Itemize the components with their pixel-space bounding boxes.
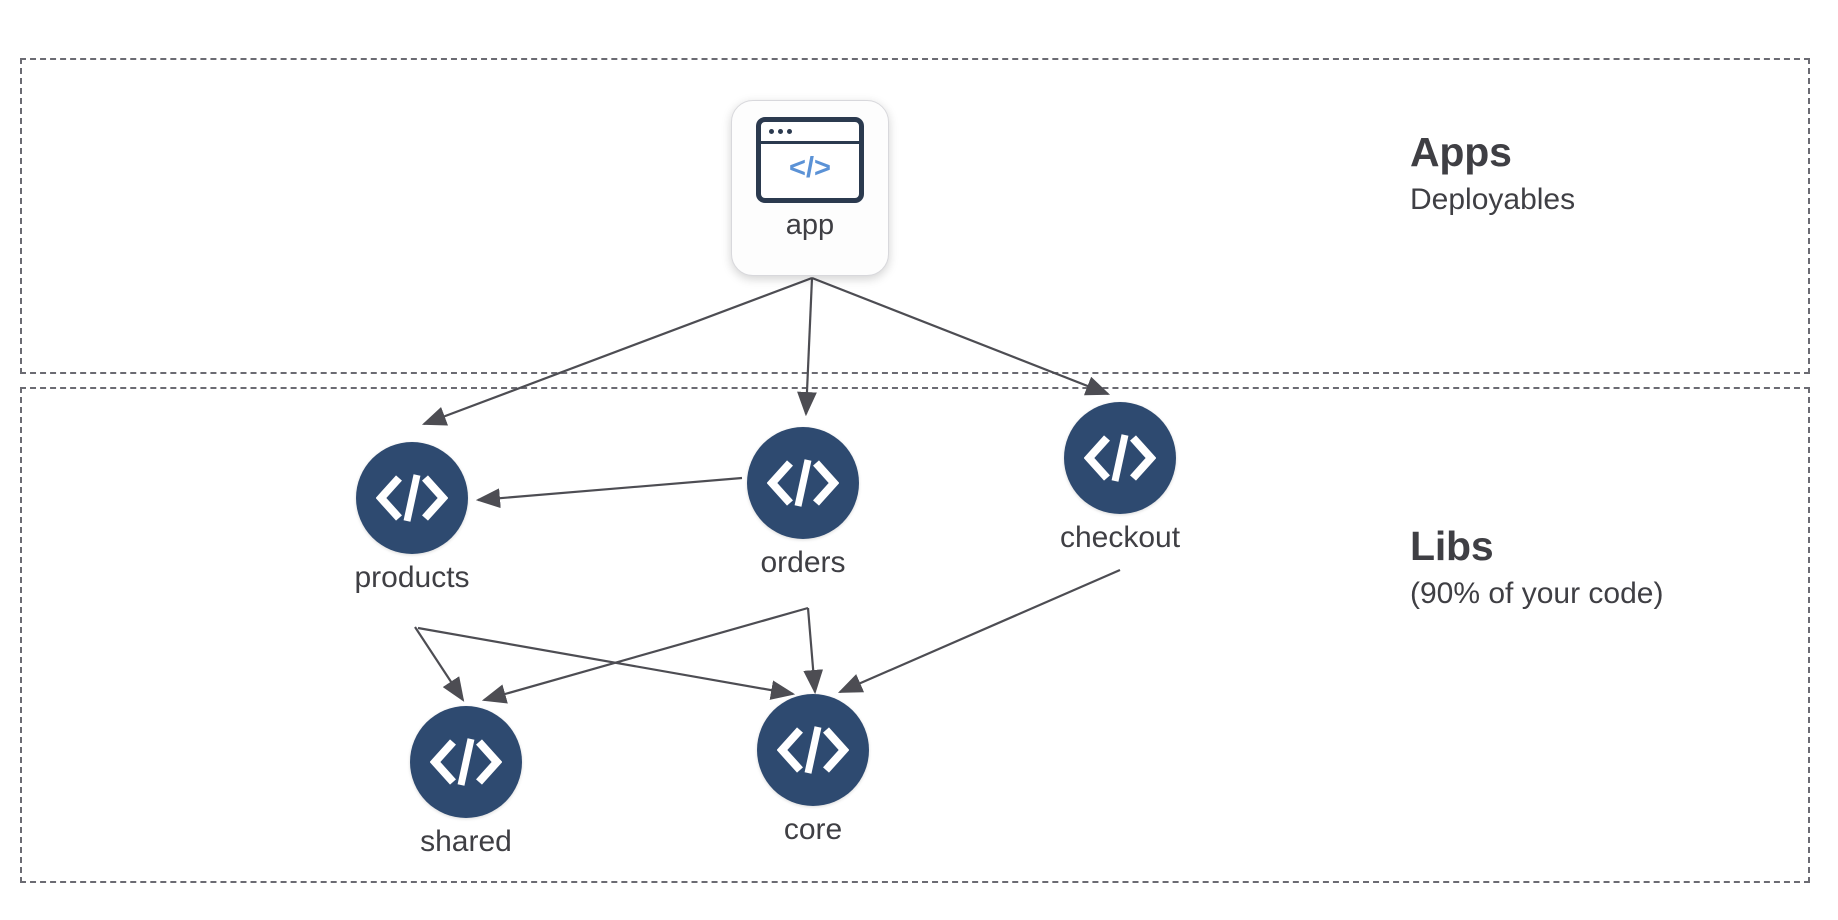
node-label-app: app bbox=[785, 209, 835, 241]
code-brackets-icon bbox=[410, 706, 522, 818]
node-checkout[interactable]: checkout bbox=[1060, 402, 1180, 555]
browser-window-code-icon: </> bbox=[756, 117, 864, 203]
node-shared[interactable]: shared bbox=[410, 706, 522, 859]
node-label-shared: shared bbox=[420, 825, 512, 858]
node-core[interactable]: core bbox=[757, 694, 869, 847]
node-label-orders: orders bbox=[760, 546, 846, 579]
section-caption-libs: Libs (90% of your code) bbox=[1410, 522, 1663, 612]
node-label-checkout: checkout bbox=[1059, 521, 1181, 554]
section-subtitle-libs: (90% of your code) bbox=[1410, 577, 1664, 611]
section-box-libs bbox=[20, 387, 1810, 883]
node-app[interactable]: </> app bbox=[731, 100, 889, 276]
section-title-apps: Apps bbox=[1410, 129, 1512, 175]
window-dot-1 bbox=[769, 129, 774, 134]
window-titlebar bbox=[761, 122, 859, 144]
code-brackets-icon bbox=[1064, 402, 1176, 514]
code-brackets-icon bbox=[757, 694, 869, 806]
code-brackets-glyph: </> bbox=[789, 151, 831, 184]
node-products[interactable]: products bbox=[354, 442, 470, 595]
node-orders[interactable]: orders bbox=[747, 427, 859, 580]
section-title-libs: Libs bbox=[1410, 523, 1494, 569]
node-label-products: products bbox=[354, 561, 470, 594]
code-brackets-icon bbox=[747, 427, 859, 539]
node-label-core: core bbox=[783, 813, 843, 846]
window-dot-3 bbox=[787, 129, 792, 134]
section-subtitle-apps: Deployables bbox=[1410, 183, 1576, 217]
section-caption-apps: Apps Deployables bbox=[1410, 128, 1575, 218]
window-dot-2 bbox=[778, 129, 783, 134]
code-brackets-icon bbox=[356, 442, 468, 554]
